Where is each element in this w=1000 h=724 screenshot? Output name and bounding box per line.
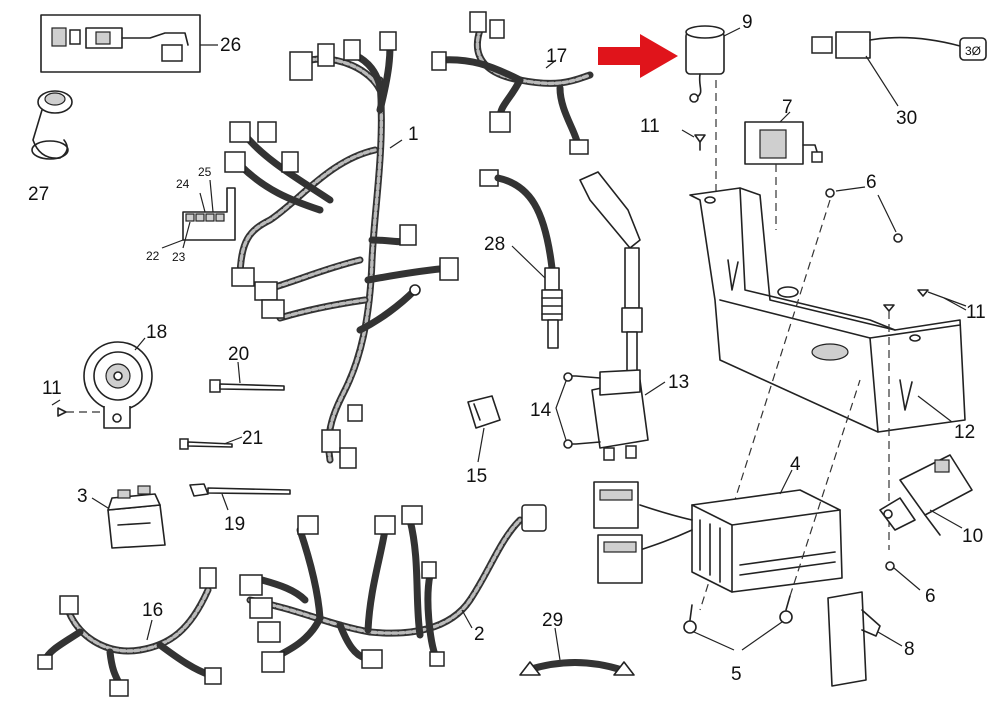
part-10-relay	[879, 454, 973, 536]
label-30: 30	[896, 108, 917, 129]
part-2-sub-harness	[239, 504, 547, 673]
part-14-bolts	[555, 372, 601, 449]
label-14: 14	[530, 400, 552, 421]
label-26: 26	[220, 35, 241, 56]
part-20-cable-tie	[209, 361, 285, 393]
label-12: 12	[954, 422, 975, 443]
part-13-ignition-coil	[579, 171, 666, 461]
label-2: 2	[474, 624, 485, 645]
label-7: 7	[782, 97, 793, 118]
label-13: 13	[668, 372, 689, 393]
label-21: 21	[242, 428, 263, 449]
label-19: 19	[224, 514, 245, 535]
label-11-right: 11	[966, 302, 986, 323]
part-28-sensor	[479, 169, 563, 349]
part-27-cap	[31, 90, 73, 160]
label-8: 8	[904, 639, 915, 660]
label-10: 10	[962, 526, 983, 547]
label-29: 29	[542, 610, 563, 631]
part-5-bolts	[683, 379, 861, 651]
label-24: 24	[176, 177, 190, 191]
part-12-battery-tray	[689, 187, 966, 433]
part-30-icon-text: 3Ø	[965, 44, 981, 58]
label-23: 23	[172, 250, 186, 264]
part-7-relay	[744, 111, 823, 230]
part-18-horn	[83, 337, 153, 429]
label-3: 3	[77, 486, 88, 507]
part-22-25-connector-bracket	[161, 179, 236, 249]
part-1-main-harness	[224, 31, 459, 469]
part-15-bracket	[467, 395, 501, 463]
part-9-sensor	[685, 25, 741, 200]
part-16-sub-harness	[37, 567, 222, 697]
label-11-left: 11	[42, 378, 62, 399]
label-20: 20	[228, 344, 249, 365]
label-18: 18	[146, 322, 167, 343]
label-4: 4	[790, 454, 801, 475]
callout-labels: 1 2 3 4 5 6 6 7 8 9 10 11 11 11 12 13 14…	[28, 12, 986, 685]
part-19-cable-tie	[189, 483, 291, 511]
label-6-bottom: 6	[925, 586, 936, 607]
part-4-regulator	[593, 469, 843, 593]
part-29-ground-strap	[519, 627, 635, 676]
label-22: 22	[146, 249, 160, 263]
label-1: 1	[408, 124, 419, 145]
label-9: 9	[742, 12, 753, 33]
part-17-sub-harness	[431, 11, 594, 155]
label-6-top: 6	[866, 172, 877, 193]
part-8-module	[827, 591, 903, 687]
label-28: 28	[484, 234, 505, 255]
label-15: 15	[466, 466, 487, 487]
label-5: 5	[731, 664, 742, 685]
label-11-top: 11	[640, 116, 660, 137]
part-3-solenoid	[91, 485, 166, 549]
label-27: 27	[28, 184, 49, 205]
part-21-cable-tie	[179, 436, 243, 450]
label-17: 17	[546, 46, 567, 67]
part-26-switch-kit	[40, 14, 218, 73]
label-16: 16	[142, 600, 163, 621]
label-25: 25	[198, 165, 212, 179]
highlight-arrow	[598, 34, 678, 78]
part-30-sensor-lead: 3Ø	[811, 31, 987, 107]
